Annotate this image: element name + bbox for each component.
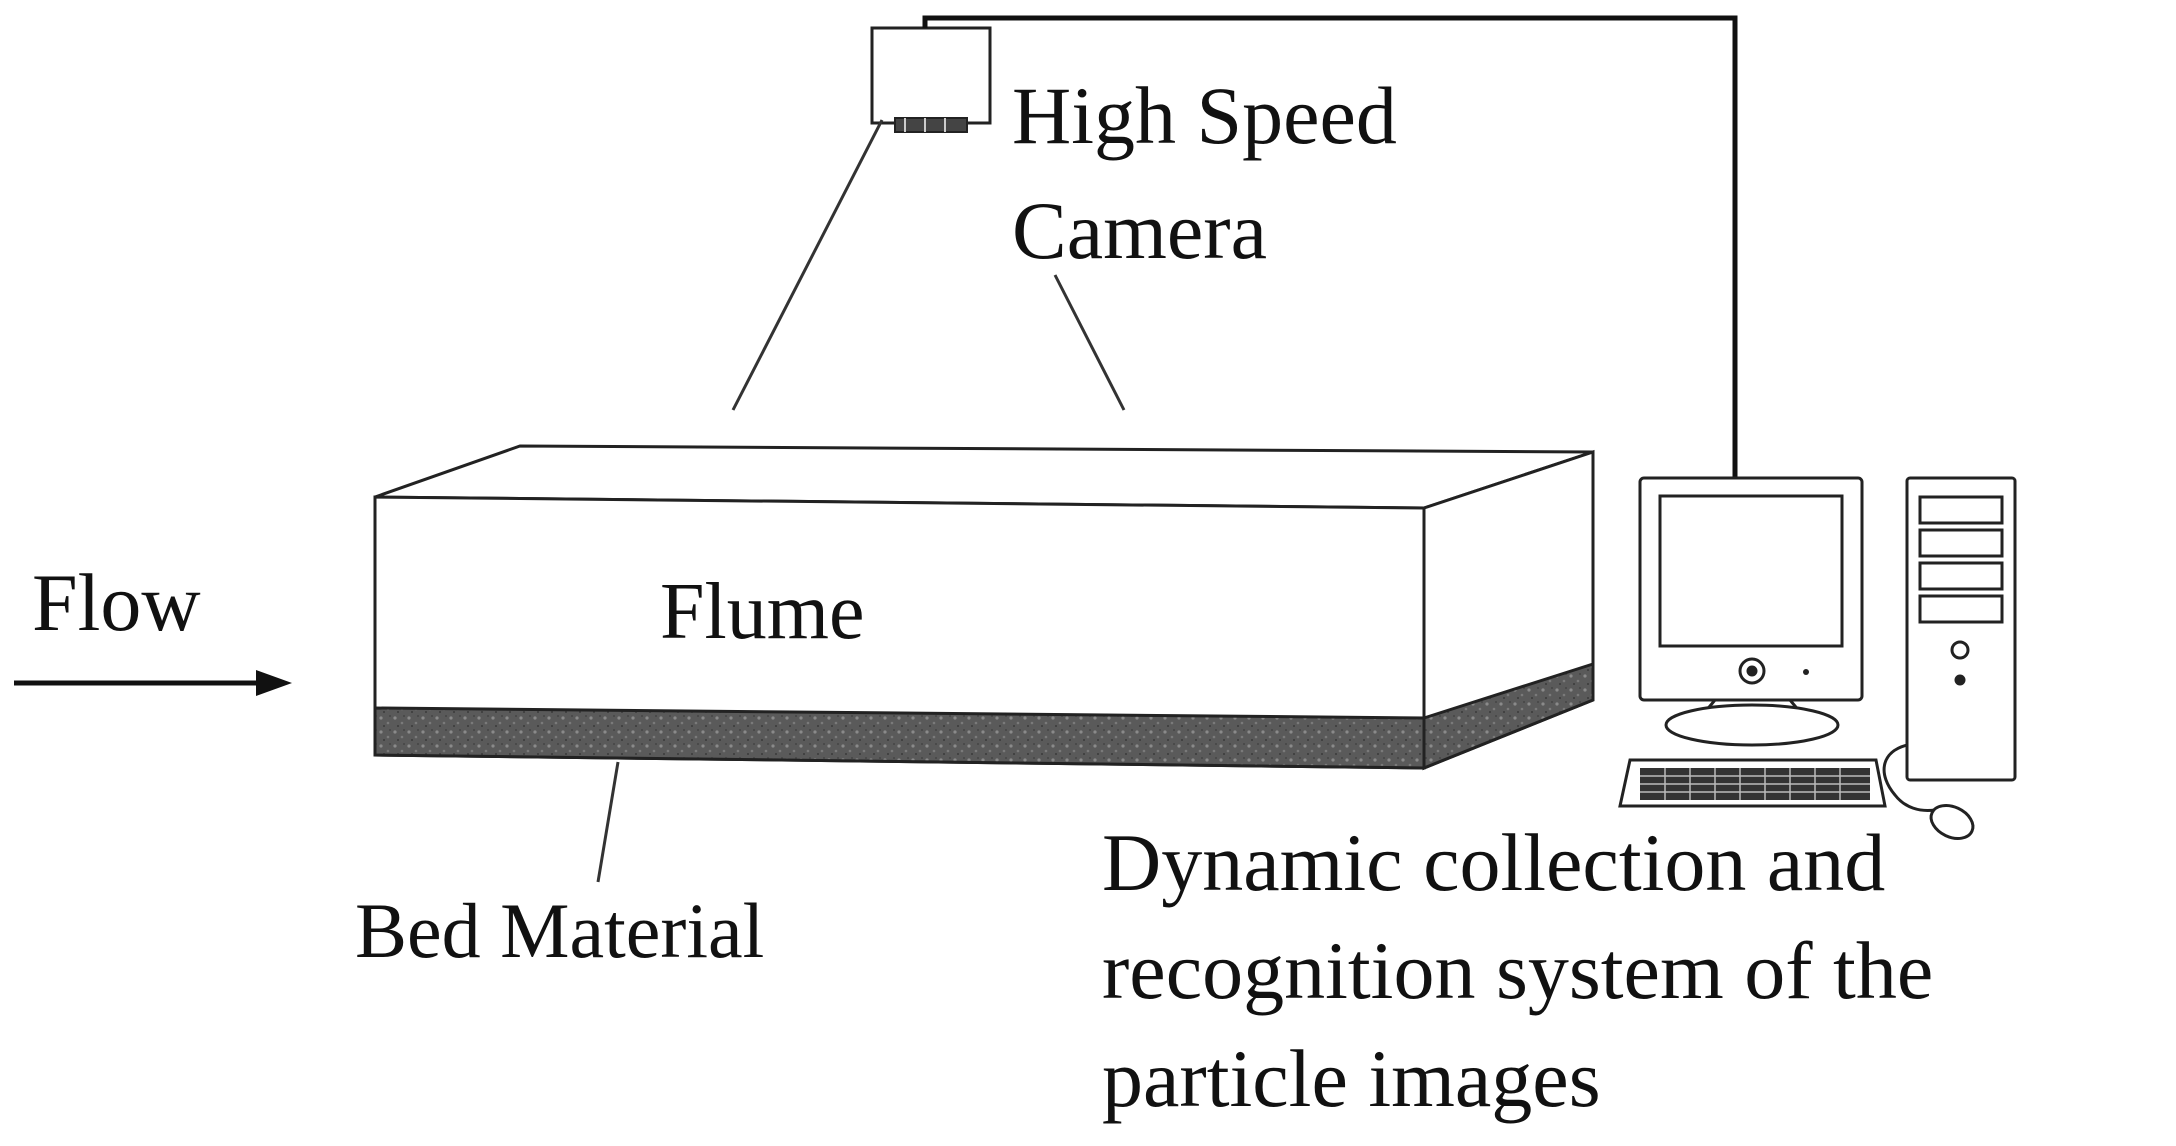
flow-label: Flow (32, 557, 201, 648)
bed-material-label: Bed Material (355, 887, 765, 974)
high-speed-camera-icon (870, 26, 992, 133)
flume-box (373, 444, 1595, 771)
computer-tower-icon (1905, 476, 2017, 782)
camera-cable (922, 15, 1738, 478)
camera-view-lines (731, 119, 1126, 411)
bed-material-leader (596, 761, 620, 883)
keyboard-icon (1618, 758, 1887, 808)
flume-label: Flume (660, 568, 865, 656)
system-label-line1: Dynamic collection and (1102, 817, 1886, 908)
monitor-icon (1638, 476, 1864, 747)
system-label-line3: particle images (1102, 1033, 1601, 1124)
mouse-icon (1882, 743, 1975, 840)
camera-label-line1: High Speed (1012, 70, 1397, 161)
flow-arrow (14, 670, 292, 696)
system-label-line2: recognition system of the (1102, 925, 1934, 1016)
camera-label-line2: Camera (1012, 185, 1267, 276)
bed-material-layer (373, 661, 1595, 771)
